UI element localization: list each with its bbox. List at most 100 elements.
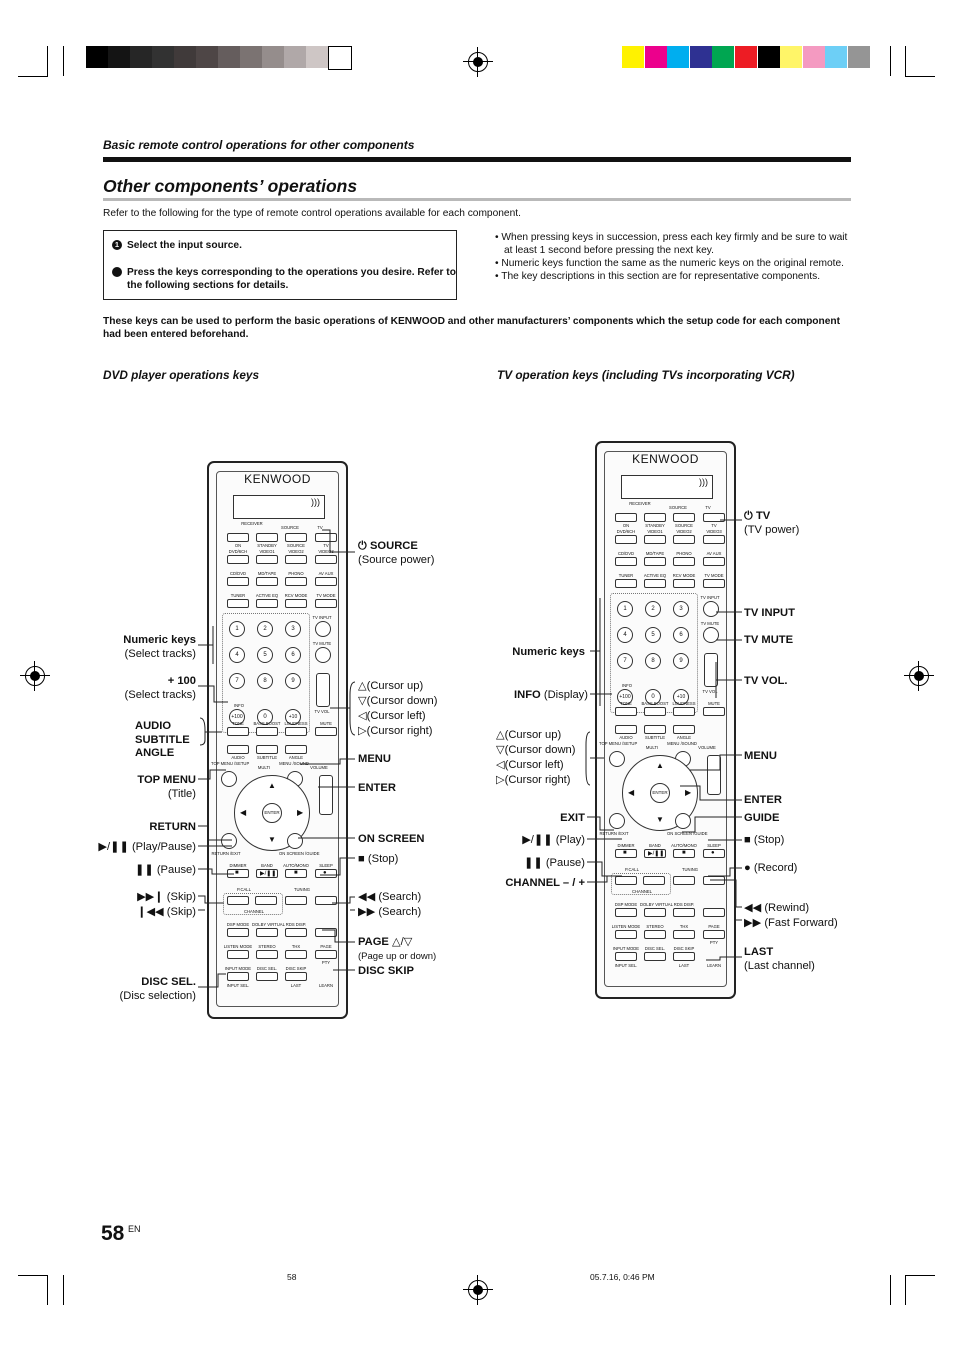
remote-key-video2[interactable]	[673, 535, 695, 544]
remote-key-cddvd[interactable]	[615, 557, 637, 566]
remote-key-dvd6ch[interactable]	[615, 535, 637, 544]
number-key[interactable]: 2	[645, 601, 661, 617]
remote-key-rcvmode[interactable]	[285, 599, 307, 608]
number-key[interactable]: 6	[673, 627, 689, 643]
remote-key-band[interactable]	[256, 869, 278, 878]
cursor-right-icon[interactable]: ▶	[685, 788, 692, 797]
remote-key-page[interactable]	[315, 950, 337, 959]
remote-key-on[interactable]	[227, 533, 249, 542]
cursor-down-icon[interactable]: ▼	[656, 815, 664, 824]
remote-key-inputmode[interactable]	[615, 952, 637, 961]
remote-key-rdsdisp[interactable]	[285, 928, 307, 937]
top-menu-key[interactable]	[221, 771, 237, 787]
plus100-key[interactable]: +100	[229, 709, 245, 725]
search-back-key[interactable]	[285, 896, 307, 905]
return-key[interactable]	[609, 813, 625, 829]
enter-key[interactable]: ENTER	[650, 783, 670, 803]
remote-key-subtitle[interactable]	[644, 725, 666, 734]
tv-input-key[interactable]	[315, 621, 331, 637]
on-screen-key[interactable]	[287, 833, 303, 849]
remote-key-video1[interactable]	[256, 555, 278, 564]
remote-key-sleep[interactable]	[703, 849, 725, 858]
number-key[interactable]: 0	[257, 709, 273, 725]
remote-key-angle[interactable]	[673, 725, 695, 734]
remote-key-band[interactable]	[644, 849, 666, 858]
remote-key-tuner[interactable]	[227, 599, 249, 608]
number-key[interactable]: 1	[617, 601, 633, 617]
plus100-key[interactable]: +100	[617, 689, 633, 705]
remote-key-sleep[interactable]	[315, 869, 337, 878]
search-forward-key[interactable]	[315, 896, 337, 905]
number-key[interactable]: 6	[285, 647, 301, 663]
remote-key-standby[interactable]	[644, 513, 666, 522]
remote-key-rcvmode[interactable]	[673, 579, 695, 588]
plus10-key[interactable]: +10	[673, 689, 689, 705]
plus10-key[interactable]: +10	[285, 709, 301, 725]
cursor-left-icon[interactable]: ◀	[240, 808, 247, 817]
remote-key-angle[interactable]	[285, 745, 307, 754]
remote-key-listenmode[interactable]	[615, 930, 637, 939]
remote-key-dimmer[interactable]	[615, 849, 637, 858]
number-key[interactable]: 2	[257, 621, 273, 637]
rds-disp-key[interactable]	[315, 928, 337, 937]
remote-key-dvd6ch[interactable]	[227, 555, 249, 564]
number-key[interactable]: 9	[673, 653, 689, 669]
top-menu-key[interactable]	[609, 751, 625, 767]
remote-key-loudness[interactable]	[285, 727, 307, 736]
tv-vol-rocker[interactable]	[704, 653, 718, 687]
number-key[interactable]: 0	[645, 689, 661, 705]
remote-key-loudness[interactable]	[673, 707, 695, 716]
remote-key-mute[interactable]	[703, 707, 725, 716]
remote-key-mdtape[interactable]	[644, 557, 666, 566]
remote-key-page[interactable]	[703, 930, 725, 939]
number-key[interactable]: 7	[617, 653, 633, 669]
number-key[interactable]: 3	[285, 621, 301, 637]
number-key[interactable]: 1	[229, 621, 245, 637]
remote-key-discsel[interactable]	[256, 972, 278, 981]
cursor-left-icon[interactable]: ◀	[628, 788, 635, 797]
number-key[interactable]: 3	[673, 601, 689, 617]
remote-key-activeeq[interactable]	[644, 579, 666, 588]
remote-key-bassboost[interactable]	[256, 727, 278, 736]
rds-disp-key[interactable]	[703, 908, 725, 917]
cursor-up-icon[interactable]: ▲	[268, 781, 276, 790]
remote-key-tvmode[interactable]	[315, 599, 337, 608]
remote-key-stereo[interactable]	[256, 950, 278, 959]
number-key[interactable]: 4	[229, 647, 245, 663]
remote-key-audio[interactable]	[227, 745, 249, 754]
remote-key-automono[interactable]	[285, 869, 307, 878]
search-back-key[interactable]	[673, 876, 695, 885]
remote-key-activeeq[interactable]	[256, 599, 278, 608]
remote-key-tv[interactable]	[703, 513, 725, 522]
remote-key-source[interactable]	[285, 533, 307, 542]
remote-key-video3[interactable]	[315, 555, 337, 564]
remote-key-tv[interactable]	[315, 533, 337, 542]
cursor-right-icon[interactable]: ▶	[297, 808, 304, 817]
volume-rocker[interactable]	[319, 775, 333, 815]
number-key[interactable]: 5	[257, 647, 273, 663]
tv-vol-rocker[interactable]	[316, 673, 330, 707]
on-screen-key[interactable]	[675, 813, 691, 829]
remote-key-source[interactable]	[673, 513, 695, 522]
remote-key-cddvd[interactable]	[227, 577, 249, 586]
remote-key-discsel[interactable]	[644, 952, 666, 961]
skip-forward-key[interactable]	[255, 896, 277, 905]
tv-mute-key[interactable]	[315, 647, 331, 663]
remote-key-discskip[interactable]	[673, 952, 695, 961]
remote-key-stereo[interactable]	[644, 930, 666, 939]
remote-key-dolbyvirtual[interactable]	[644, 908, 666, 917]
remote-key-rdsdisp[interactable]	[673, 908, 695, 917]
remote-key-mute[interactable]	[315, 727, 337, 736]
remote-key-thx[interactable]	[673, 930, 695, 939]
number-key[interactable]: 4	[617, 627, 633, 643]
remote-key-video2[interactable]	[285, 555, 307, 564]
remote-key-inputmode[interactable]	[227, 972, 249, 981]
remote-key-on[interactable]	[615, 513, 637, 522]
remote-key-tuner[interactable]	[615, 579, 637, 588]
tv-input-key[interactable]	[703, 601, 719, 617]
remote-key-standby[interactable]	[256, 533, 278, 542]
remote-key-automono[interactable]	[673, 849, 695, 858]
number-key[interactable]: 5	[645, 627, 661, 643]
tv-mute-key[interactable]	[703, 627, 719, 643]
remote-key-phono[interactable]	[285, 577, 307, 586]
